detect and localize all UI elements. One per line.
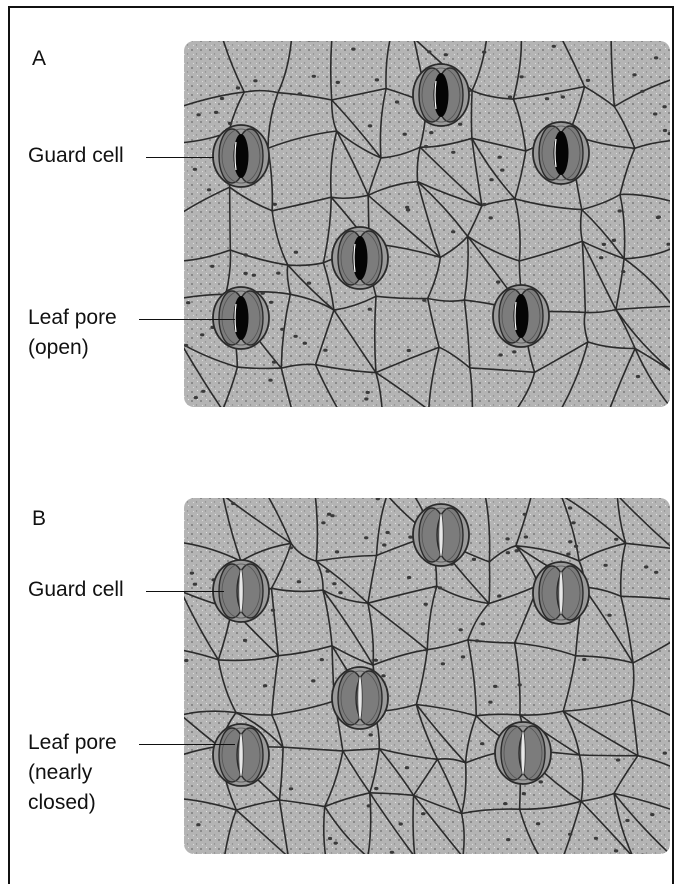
leaf-pore-leader-a <box>139 319 235 320</box>
stoma-nearly-closed <box>213 724 269 786</box>
stoma-open <box>533 122 589 184</box>
leaf-pore-label-a-line2: (open) <box>28 335 89 361</box>
guard-cell-label-a: Guard cell <box>28 143 124 169</box>
panel-a-letter: A <box>32 48 46 69</box>
panel-b-letter: B <box>32 508 46 529</box>
stoma-nearly-closed <box>533 562 589 624</box>
guard-cell-leader-a <box>146 157 214 158</box>
guard-cell-label-b: Guard cell <box>28 577 124 603</box>
leaf-pore-label-b-line2: (nearly <box>28 760 92 786</box>
epidermis-illustration-open <box>181 38 673 410</box>
stoma-open <box>213 287 269 349</box>
guard-cell-leader-b <box>146 591 224 592</box>
stoma-open <box>213 125 269 187</box>
stoma-open <box>413 64 469 126</box>
leaf-pore-label-b-line1: Leaf pore <box>28 730 117 756</box>
leaf-pore-leader-b <box>139 744 235 745</box>
leaf-pore-label-a-line1: Leaf pore <box>28 305 117 331</box>
epidermis-illustration-closed <box>181 495 673 857</box>
stoma-nearly-closed <box>495 722 551 784</box>
leaf-pore-label-b-line3: closed) <box>28 790 96 816</box>
stoma-nearly-closed <box>332 667 388 729</box>
stoma-open <box>332 227 388 289</box>
stoma-open <box>493 285 549 347</box>
stoma-nearly-closed <box>413 504 469 566</box>
